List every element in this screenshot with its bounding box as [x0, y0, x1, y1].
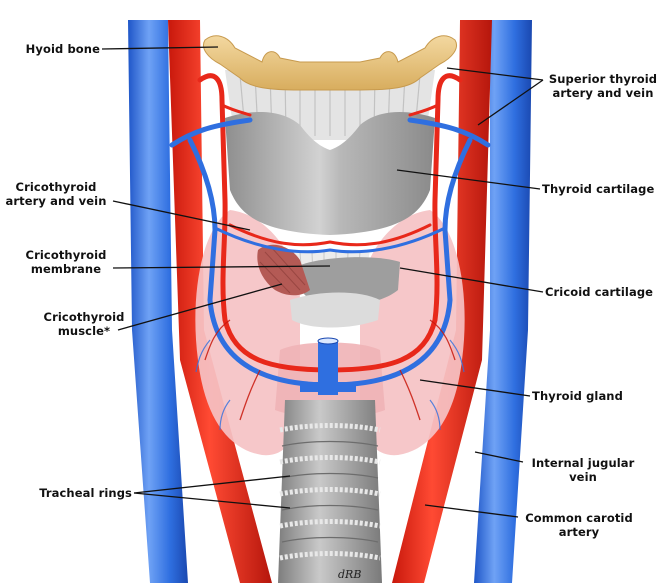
- left-superior-thyroid-vein: [169, 117, 253, 148]
- label-thyroid-cartilage: Thyroid cartilage: [542, 182, 655, 196]
- artist-signature: dRB: [338, 568, 362, 581]
- leader-lines: [101, 46, 544, 518]
- hyoid-bone: [203, 35, 457, 91]
- label-cricoid-cartilage: Cricoid cartilage: [545, 285, 654, 299]
- label-internal-jugular-vein: Internal jugular vein: [531, 456, 635, 484]
- left-common-carotid: [168, 20, 272, 583]
- label-cricothyroid-muscle: Cricothyroid muscle*: [43, 310, 125, 338]
- right-superior-thyroid-vein: [407, 117, 491, 148]
- left-internal-jugular-vein: [128, 20, 188, 583]
- label-common-carotid-artery: Common carotid artery: [525, 511, 633, 539]
- left-superior-thyroid-artery: [197, 73, 333, 373]
- label-cricothyroid-artery-vein: Cricothyroid artery and vein: [5, 180, 107, 208]
- right-superior-thyroid-artery: [327, 73, 463, 373]
- cricothyroid-artery: [228, 223, 432, 247]
- right-common-carotid: [392, 20, 492, 583]
- label-tracheal-rings: Tracheal rings: [39, 486, 132, 500]
- tracheal-rings-group: [279, 423, 381, 561]
- cricothyroid-vein: [213, 226, 447, 254]
- label-superior-thyroid-artery-vein: Superior thyroid artery and vein: [548, 72, 658, 100]
- label-thyroid-gland: Thyroid gland: [532, 389, 623, 403]
- thyroid-cartilage: [225, 112, 435, 235]
- label-cricothyroid-membrane: Cricothyroid membrane: [25, 248, 107, 276]
- label-hyoid-bone: Hyoid bone: [25, 42, 100, 56]
- inferior-thyroid-vein: [318, 340, 338, 395]
- right-internal-jugular-vein: [474, 20, 532, 583]
